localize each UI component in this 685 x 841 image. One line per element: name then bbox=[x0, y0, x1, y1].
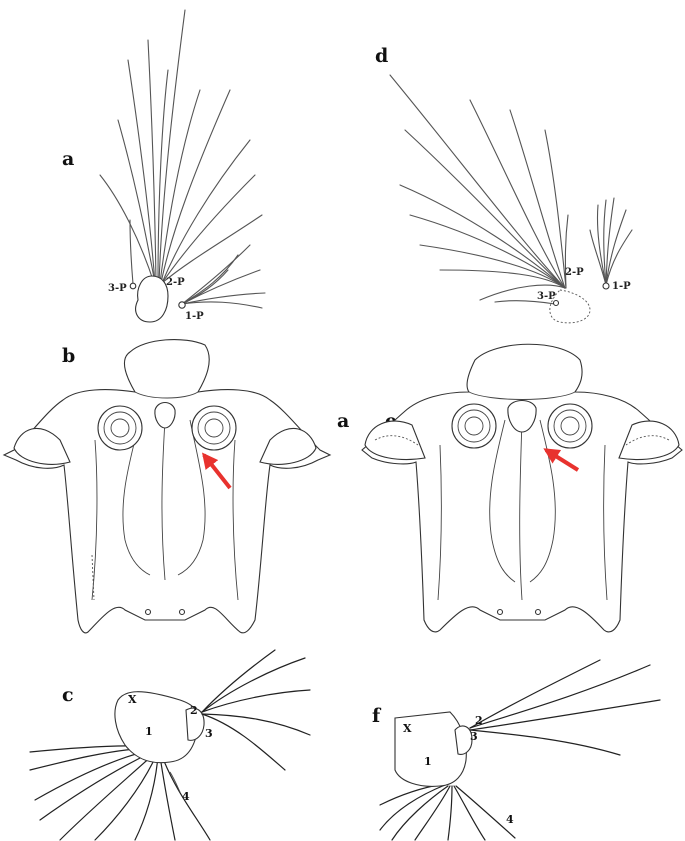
mark-x-f: X bbox=[403, 722, 412, 735]
seta-1p-base-d bbox=[602, 282, 610, 290]
ridge-left-b bbox=[122, 419, 151, 576]
pore-left-e bbox=[496, 608, 504, 616]
pore-right-b bbox=[178, 608, 186, 616]
lateral-left-e bbox=[437, 444, 442, 601]
wing-pad-left-b bbox=[13, 427, 71, 465]
spiracle-right-b bbox=[191, 405, 237, 451]
mark-1-c: 1 bbox=[145, 725, 153, 738]
pore-left-b bbox=[144, 608, 152, 616]
anal-saddle-c bbox=[185, 707, 205, 741]
panel-e: a e bbox=[337, 343, 683, 633]
red-arrow-e bbox=[543, 448, 580, 472]
red-arrow-b bbox=[202, 452, 232, 490]
wing-pad-left-e bbox=[364, 420, 426, 461]
thorax-outline-e bbox=[361, 343, 683, 633]
panel-a-label: a bbox=[62, 148, 74, 170]
thorax-outline-b bbox=[2, 338, 332, 634]
panel-a: a 3-P 2-P 1-P bbox=[62, 9, 266, 323]
pore-right-e bbox=[534, 608, 542, 616]
mouth-b bbox=[154, 401, 176, 429]
anal-saddle-f bbox=[454, 725, 473, 755]
dorsal-brush-f bbox=[469, 659, 661, 756]
wing-pad-right-b bbox=[259, 427, 317, 465]
seta-3p-label: 3-P bbox=[108, 283, 127, 294]
wing-pad-right-e bbox=[618, 420, 680, 461]
median-line-b bbox=[161, 419, 166, 581]
seta-3p-base-d bbox=[552, 299, 560, 307]
seta-3p-d bbox=[494, 300, 556, 305]
ridge-left-e bbox=[489, 419, 516, 583]
mark-4-f: 4 bbox=[506, 813, 514, 826]
spiracle-left-e bbox=[451, 403, 497, 449]
spiracle-right-e bbox=[547, 403, 593, 449]
siphon-c bbox=[114, 691, 199, 764]
seta-base-d bbox=[549, 289, 591, 324]
dashed-wing-left-e bbox=[374, 435, 419, 446]
lateral-right-b bbox=[232, 439, 239, 601]
mark-3-f: 3 bbox=[470, 730, 478, 743]
seta-1p-fan-d bbox=[589, 197, 633, 286]
panel-e-side-label: a bbox=[337, 410, 349, 432]
panel-c-label: c bbox=[62, 684, 74, 706]
seta-2p-label-d: 2-P bbox=[565, 267, 584, 278]
ventral-brush-f bbox=[379, 783, 516, 841]
lateral-right-e bbox=[603, 444, 608, 601]
seta-3p-base bbox=[129, 282, 137, 290]
mark-1-f: 1 bbox=[424, 755, 432, 768]
seta-1p-fan bbox=[181, 244, 266, 309]
seta-2p-label: 2-P bbox=[166, 277, 185, 288]
mark-2-c: 2 bbox=[190, 704, 198, 717]
panel-c: c X 1 2 3 4 bbox=[29, 649, 311, 841]
median-line-e bbox=[519, 419, 523, 601]
seta-1p-label-d: 1-P bbox=[612, 281, 631, 292]
lateral-left-b bbox=[91, 439, 98, 601]
head-lobe-b bbox=[134, 391, 199, 399]
panel-b-label: b bbox=[62, 345, 75, 367]
seta-2p-base bbox=[135, 275, 169, 323]
mark-x-c: X bbox=[128, 693, 137, 706]
mark-2-f: 2 bbox=[475, 714, 483, 727]
mark-3-c: 3 bbox=[205, 727, 213, 740]
spiracle-left-b bbox=[97, 405, 143, 451]
seta-3p-label-d: 3-P bbox=[537, 291, 556, 302]
panel-d-label: d bbox=[375, 45, 388, 67]
mouth-e bbox=[507, 399, 537, 433]
dashed-wing-right-e bbox=[625, 435, 670, 446]
seta-2p-fan-d bbox=[389, 74, 569, 301]
dorsal-brush-c bbox=[201, 649, 311, 771]
panel-d: d 2-P 3-P 1-P bbox=[375, 45, 633, 324]
seta-1p-base bbox=[178, 301, 186, 309]
head-lobe-e bbox=[468, 391, 576, 400]
pointer-4-c bbox=[169, 771, 181, 793]
seta-3p bbox=[129, 219, 134, 285]
seta-2p-fan bbox=[99, 9, 263, 284]
dashed-edge-b bbox=[91, 554, 95, 601]
seta-1p-label: 1-P bbox=[185, 311, 204, 322]
panel-b: b bbox=[2, 338, 332, 634]
mark-4-c: 4 bbox=[182, 790, 190, 803]
panel-f: f X 1 2 3 4 bbox=[372, 659, 661, 841]
panel-f-label: f bbox=[372, 705, 382, 727]
ridge-right-b bbox=[177, 419, 206, 576]
